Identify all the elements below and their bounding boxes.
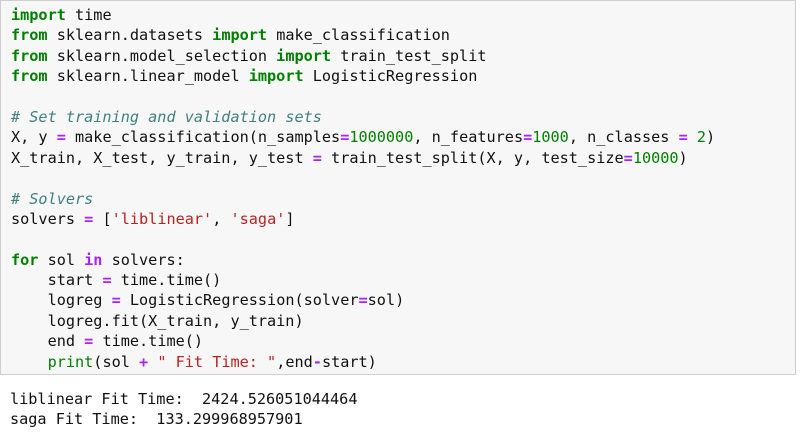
code-token: from xyxy=(11,26,48,45)
code-line: logreg = LogisticRegression(solver=sol) xyxy=(11,290,715,310)
code-token: time.time() xyxy=(93,332,204,351)
code-line: ​ xyxy=(11,229,715,249)
code-token: logreg.fit(X_train, y_train) xyxy=(11,311,304,330)
code-token: = xyxy=(623,148,633,167)
code-token: X_train, X_test, y_train, y_test xyxy=(11,148,313,167)
code-token: = xyxy=(111,291,121,310)
code-token: , n_features xyxy=(413,128,524,147)
code-line: start = time.time() xyxy=(11,270,715,290)
code-token: sklearn.model_selection xyxy=(47,46,277,65)
code-token: # Solvers xyxy=(11,189,94,208)
code-token: = xyxy=(523,128,533,147)
code-token: import xyxy=(276,46,332,65)
code-line: ​ xyxy=(11,168,715,188)
code-token: make_classification xyxy=(267,26,450,45)
code-token: ) xyxy=(706,128,716,147)
code-token: logreg xyxy=(11,291,112,310)
code-token: - xyxy=(312,352,322,371)
code-line: for sol in solvers: xyxy=(11,250,715,270)
code-line: import time xyxy=(11,5,715,25)
code-token: = xyxy=(84,332,94,351)
code-token: import xyxy=(212,26,268,45)
code-token xyxy=(688,128,697,146)
code-token: 10000 xyxy=(632,148,679,167)
code-line: # Set training and validation sets xyxy=(11,107,715,127)
code-token: 1000000 xyxy=(349,128,414,147)
code-line: from sklearn.linear_model import Logisti… xyxy=(11,66,715,86)
code-line: logreg.fit(X_train, y_train) xyxy=(11,311,715,331)
code-token: # Set training and validation sets xyxy=(11,107,322,126)
code-line: print(sol + " Fit Time: ",end-start) xyxy=(11,352,715,372)
code-token: from xyxy=(11,46,48,65)
code-token: solvers: xyxy=(102,250,185,269)
code-token: print xyxy=(47,352,94,371)
code-token: solvers xyxy=(11,209,85,228)
cell-output: liblinear Fit Time: 2424.526051044464 sag… xyxy=(10,389,357,430)
code-token: (sol xyxy=(93,352,140,371)
code-token: for xyxy=(11,250,39,269)
code-token: = xyxy=(340,128,350,147)
code-token: train_test_split(X, y, test_size xyxy=(321,148,624,167)
code-token: LogisticRegression xyxy=(303,67,478,86)
code-token: = xyxy=(102,271,112,290)
code-token: = xyxy=(56,128,66,147)
code-token: = xyxy=(358,291,368,310)
code-token: = xyxy=(312,148,322,167)
code-token: 2 xyxy=(696,128,707,147)
code-token: time.time() xyxy=(111,271,222,290)
code-line: X_train, X_test, y_train, y_test = train… xyxy=(11,148,715,168)
code-line: solvers = ['liblinear', 'saga'] xyxy=(11,209,715,229)
code-token: from xyxy=(11,67,48,86)
code-token: sklearn.linear_model xyxy=(47,67,249,86)
code-token: start) xyxy=(321,352,377,371)
code-token: time xyxy=(65,6,112,24)
output-line-saga: saga Fit Time: 133.299968957901 xyxy=(10,410,303,429)
code-line: X, y = make_classification(n_samples=100… xyxy=(11,127,715,147)
code-token: import xyxy=(11,6,66,24)
code-token: , xyxy=(212,209,231,228)
code-token: start xyxy=(11,271,103,290)
code-line: end = time.time() xyxy=(11,331,715,351)
code-line: ​ xyxy=(11,87,715,107)
code-token: = xyxy=(84,209,94,228)
code-token: , n_classes xyxy=(568,128,679,147)
code-token: [ xyxy=(93,209,112,228)
code-token: end xyxy=(11,332,85,351)
code-token: make_classification(n_samples xyxy=(65,128,341,147)
code-token: ] xyxy=(285,209,295,228)
output-line-liblinear: liblinear Fit Time: 2424.526051044464 xyxy=(10,390,358,408)
code-token: import xyxy=(248,67,304,86)
code-token: 1000 xyxy=(532,128,569,147)
code-token: sol xyxy=(38,250,85,269)
code-token: = xyxy=(678,128,688,147)
code-token: in xyxy=(84,250,103,269)
code-token: X, y xyxy=(11,128,57,147)
code-token xyxy=(148,353,157,371)
code-token xyxy=(11,353,48,371)
code-token: ,end xyxy=(276,352,313,371)
code-token: sklearn.datasets xyxy=(47,26,213,45)
code-token: train_test_split xyxy=(331,46,487,65)
code-token: sol) xyxy=(367,291,405,310)
code-line: # Solvers xyxy=(11,189,715,209)
code-token: ) xyxy=(678,148,688,167)
code-line: from sklearn.datasets import make_classi… xyxy=(11,25,715,45)
code-line: from sklearn.model_selection import trai… xyxy=(11,46,715,66)
code-token: + xyxy=(139,352,149,371)
code-token: 'saga' xyxy=(230,209,286,228)
code-token: " Fit Time: " xyxy=(157,352,277,371)
code-token: 'liblinear' xyxy=(111,209,213,228)
code-token: LogisticRegression(solver xyxy=(120,291,359,310)
